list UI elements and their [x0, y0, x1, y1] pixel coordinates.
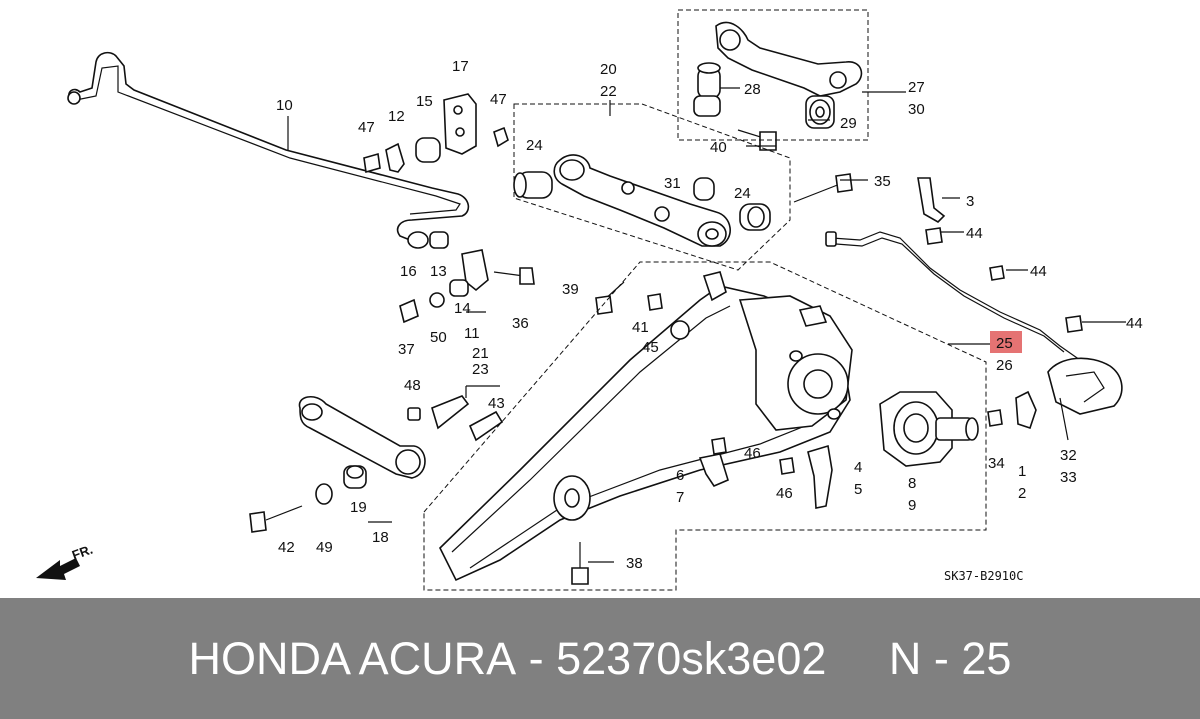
- hub-knuckle: [879, 391, 979, 467]
- label-35: 35: [874, 173, 891, 190]
- front-direction-marker: FR.: [36, 542, 95, 580]
- label-4: 4: [854, 459, 862, 476]
- label-28: 28: [744, 81, 761, 98]
- label-46-upper: 46: [744, 445, 761, 462]
- label-29: 29: [840, 115, 857, 132]
- label-31: 31: [664, 175, 681, 192]
- label-14: 14: [454, 300, 471, 317]
- label-18: 18: [372, 529, 389, 546]
- label-27: 27: [908, 79, 925, 96]
- label-44-middle: 44: [1030, 263, 1047, 280]
- label-34: 34: [988, 455, 1005, 472]
- label-9: 9: [908, 497, 916, 514]
- label-2: 2: [1018, 485, 1026, 502]
- label-48: 48: [404, 377, 421, 394]
- label-3: 3: [966, 193, 974, 210]
- label-45: 45: [642, 339, 659, 356]
- trailing-link: [298, 396, 426, 489]
- leader-lines: [287, 9, 1126, 591]
- label-46-lower: 46: [776, 485, 793, 502]
- trailing-arm: [439, 271, 853, 582]
- label-1: 1: [1018, 463, 1026, 480]
- label-42: 42: [278, 539, 295, 556]
- label-10: 10: [276, 97, 293, 114]
- label-44-top: 44: [966, 225, 983, 242]
- label-21: 21: [472, 345, 489, 362]
- label-7: 7: [676, 489, 684, 506]
- label-22: 22: [600, 83, 617, 100]
- label-37: 37: [398, 341, 415, 358]
- label-6: 6: [676, 467, 684, 484]
- label-49: 49: [316, 539, 333, 556]
- label-25-highlighted: 25: [996, 335, 1013, 352]
- upper-arm-assembly: [693, 21, 863, 129]
- label-12: 12: [388, 108, 405, 125]
- label-13: 13: [430, 263, 447, 280]
- label-43: 43: [488, 395, 505, 412]
- caption-position-ref: N - 25: [888, 632, 1012, 684]
- label-15: 15: [416, 93, 433, 110]
- label-39: 39: [562, 281, 579, 298]
- front-arrow-icon: [36, 558, 80, 580]
- label-33: 33: [1060, 469, 1077, 486]
- caption-part-number: 52370sk3e02: [556, 632, 827, 684]
- label-47-left: 47: [358, 119, 375, 136]
- label-47-right: 47: [490, 91, 507, 108]
- label-17: 17: [452, 58, 469, 75]
- small-hardware: [249, 93, 1083, 585]
- label-50: 50: [430, 329, 447, 346]
- label-40: 40: [710, 139, 727, 156]
- label-5: 5: [854, 481, 862, 498]
- label-30: 30: [908, 101, 925, 118]
- label-20: 20: [600, 61, 617, 78]
- label-23: 23: [472, 361, 489, 378]
- label-32: 32: [1060, 447, 1077, 464]
- part-labels: 1 2 3 4 5 6 7 8 9 10 11 12 13 14 15 16 1…: [276, 58, 1143, 572]
- label-24-right: 24: [734, 185, 751, 202]
- stabilizer-bar: [67, 51, 470, 241]
- label-11: 11: [464, 325, 480, 342]
- label-8: 8: [908, 475, 916, 492]
- label-38: 38: [626, 555, 643, 572]
- label-41: 41: [632, 319, 649, 336]
- label-24-left: 24: [526, 137, 543, 154]
- label-44-bottom: 44: [1126, 315, 1143, 332]
- lower-arm-assembly: [513, 154, 771, 247]
- label-16: 16: [400, 263, 417, 280]
- front-marker-text: FR.: [70, 542, 95, 563]
- exploded-parts-diagram: 1 2 3 4 5 6 7 8 9 10 11 12 13 14 15 16 1…: [36, 9, 1143, 591]
- diagram-reference-code: SK37-B2910C: [944, 569, 1023, 583]
- label-36: 36: [512, 315, 529, 332]
- label-26: 26: [996, 357, 1013, 374]
- abs-sensor-harness: [825, 177, 1123, 430]
- caption-bar: HONDA ACURA - 52370sk3e02 N - 25: [0, 598, 1200, 719]
- highlight-box-25: [990, 331, 1022, 353]
- label-19: 19: [350, 499, 367, 516]
- caption-brand: HONDA ACURA: [188, 632, 517, 684]
- caption-separator: -: [516, 632, 557, 684]
- caption-gap: [826, 633, 889, 685]
